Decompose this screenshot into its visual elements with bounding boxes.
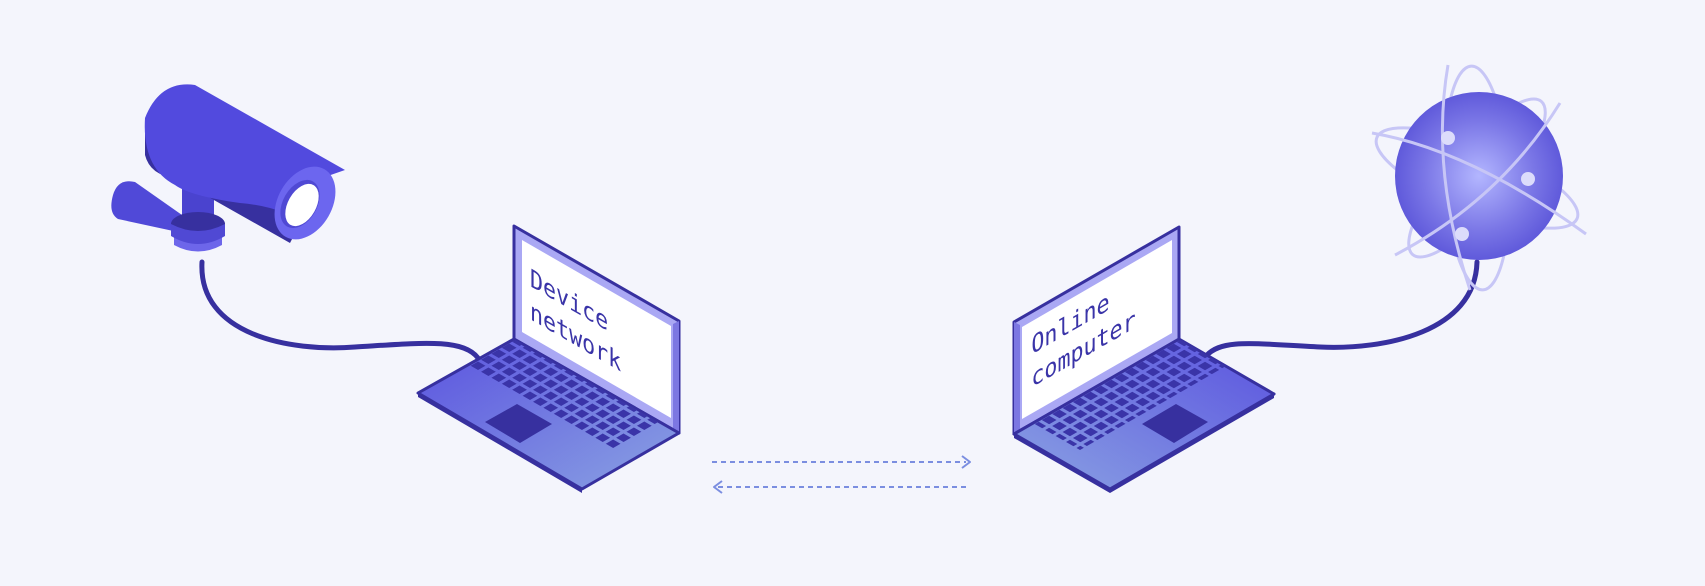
globe-node bbox=[1521, 172, 1535, 186]
camera-cable bbox=[199, 259, 481, 361]
security-camera-icon bbox=[111, 84, 345, 252]
left-laptop-icon bbox=[416, 224, 681, 493]
arrow-left-icon bbox=[713, 480, 970, 494]
globe-node bbox=[1455, 227, 1469, 241]
globe-node bbox=[1441, 131, 1455, 145]
globe-cable bbox=[1203, 259, 1480, 359]
globe-network-icon bbox=[1371, 64, 1587, 292]
bidirectional-arrows bbox=[712, 455, 971, 494]
right-laptop-trackpad bbox=[1142, 404, 1208, 443]
right-laptop-keyboard bbox=[1033, 339, 1226, 450]
arrow-right-icon bbox=[712, 455, 971, 469]
